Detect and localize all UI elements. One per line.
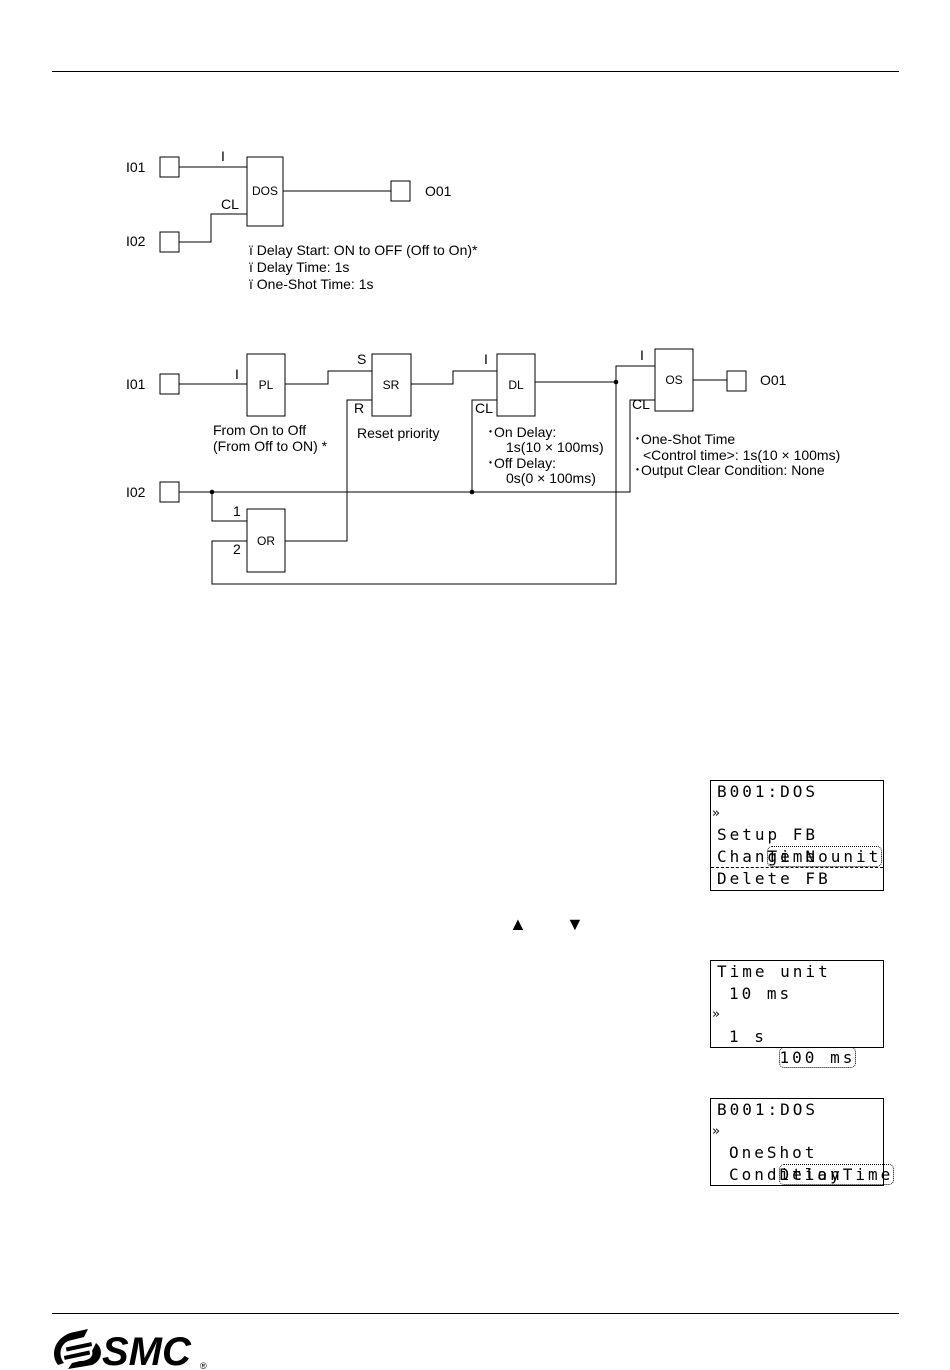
lcd-item-label: Condition: [729, 1164, 843, 1184]
lcd-title: Time unit: [717, 962, 831, 981]
dl-note-line3: ･Off Delay:: [487, 455, 556, 471]
lcd-item-time-unit[interactable]: » Time unit: [711, 803, 883, 867]
registered-mark: ®: [200, 1361, 207, 1370]
pin-dl-cl: CL: [475, 400, 493, 416]
output-terminal-o01-b: [726, 370, 747, 392]
lcd-title: B001:DOS: [717, 782, 819, 801]
lcd-option-label: 10 ms: [729, 983, 793, 1003]
sr-block: [371, 353, 412, 417]
pl-note-line2: (From Off to ON) *: [213, 438, 328, 454]
note-oneshot-time: ï One-Shot Time: 1s: [249, 276, 374, 292]
label-i01: I01: [126, 159, 146, 175]
lcd-time-unit: Time unit 10 ms » 100 ms 1 s: [710, 960, 884, 1068]
lcd-item-condition[interactable]: Condition: [711, 1164, 883, 1186]
lcd-option-label: 1 s: [729, 1026, 767, 1046]
os-note-line2: <Control time>: 1s(10 × 100ms): [643, 447, 840, 463]
lcd-item-delaytime[interactable]: » DelayTime: [711, 1121, 895, 1185]
pin-or-1: 1: [233, 503, 241, 519]
lcd-item-oneshot[interactable]: OneShot: [711, 1142, 883, 1164]
selector-icon: »: [712, 1007, 720, 1022]
input-terminal-i02-b: [159, 481, 180, 503]
pin-i: I: [221, 148, 225, 164]
pin-sr-r: R: [354, 400, 364, 416]
pin-cl: CL: [221, 196, 239, 212]
lcd-item-delete-fb[interactable]: Delete FB: [711, 867, 883, 890]
lcd-title: B001:DOS: [717, 1100, 819, 1119]
diagram-equivalent: I01 I02 I S R I CL I CL 1 2 PL SR DL OS …: [126, 347, 840, 585]
pl-note-line1: From On to Off: [213, 422, 306, 438]
pin-os-i: I: [640, 347, 644, 363]
note-delay-time: ï Delay Time: 1s: [249, 259, 349, 275]
label-o01: O01: [425, 183, 452, 199]
pl-block: [246, 353, 286, 417]
lcd-option-10ms[interactable]: 10 ms: [711, 983, 883, 1005]
os-label: OS: [665, 373, 682, 387]
or-label: OR: [257, 534, 275, 548]
note-delay-start: ï Delay Start: ON to OFF (Off to On)*: [249, 242, 478, 258]
pin-sr-s: S: [357, 351, 366, 367]
header-rule: [52, 71, 899, 72]
lcd-option-100ms[interactable]: » 100 ms: [711, 1004, 883, 1068]
pin-os-cl: CL: [632, 396, 650, 412]
lcd-item-label: Time unit: [766, 845, 883, 867]
selector-icon: »: [712, 805, 720, 821]
pin-pl-i: I: [235, 366, 239, 382]
lcd-option-label: 100 ms: [778, 1047, 857, 1068]
label-i02-b: I02: [126, 484, 146, 500]
sr-note: Reset priority: [357, 425, 439, 441]
dl-note-line4: 0s(0 × 100ms): [506, 470, 596, 486]
lcd-option-1s[interactable]: 1 s: [711, 1026, 883, 1048]
label-i01-b: I01: [126, 376, 146, 392]
logo-text: SMC: [102, 1330, 192, 1370]
down-arrow-icon: ▼: [566, 914, 584, 934]
up-arrow-icon: ▲: [509, 914, 527, 934]
dos-label: DOS: [252, 184, 278, 198]
os-note-line1: ･One-Shot Time: [634, 431, 735, 447]
lcd-block-menu: B001:DOS » Time unit Setup FB Change No …: [710, 780, 884, 891]
pl-label: PL: [259, 378, 274, 392]
input-terminal-i01-b: [159, 373, 180, 395]
dl-block: [496, 353, 536, 417]
smc-logo: SMC ®: [54, 1329, 207, 1370]
lcd-dos-settings: B001:DOS » DelayTime OneShot Condition: [710, 1098, 895, 1186]
label-i02: I02: [126, 233, 146, 249]
lcd-item-label: OneShot: [729, 1143, 818, 1162]
dl-label: DL: [508, 378, 524, 392]
lcd-item-label: DelayTime: [778, 1163, 895, 1185]
dl-note-line1: ･On Delay:: [487, 424, 556, 440]
label-o01-b: O01: [760, 372, 787, 388]
pin-or-2: 2: [233, 541, 241, 557]
os-note-line3: ･Output Clear Condition: None: [634, 462, 825, 478]
footer-rule: [52, 1313, 899, 1314]
selector-icon: »: [712, 1123, 720, 1139]
dl-note-line2: 1s(10 × 100ms): [506, 439, 604, 455]
diagram-dos: I01 I02 I CL DOS O01 ï Delay Start: ON t…: [126, 148, 478, 292]
sr-label: SR: [383, 378, 400, 392]
lcd-item-setup-fb[interactable]: Setup FB: [717, 825, 819, 844]
lcd-item-change-no[interactable]: Change No: [717, 846, 831, 866]
pin-dl-i: I: [484, 351, 488, 367]
